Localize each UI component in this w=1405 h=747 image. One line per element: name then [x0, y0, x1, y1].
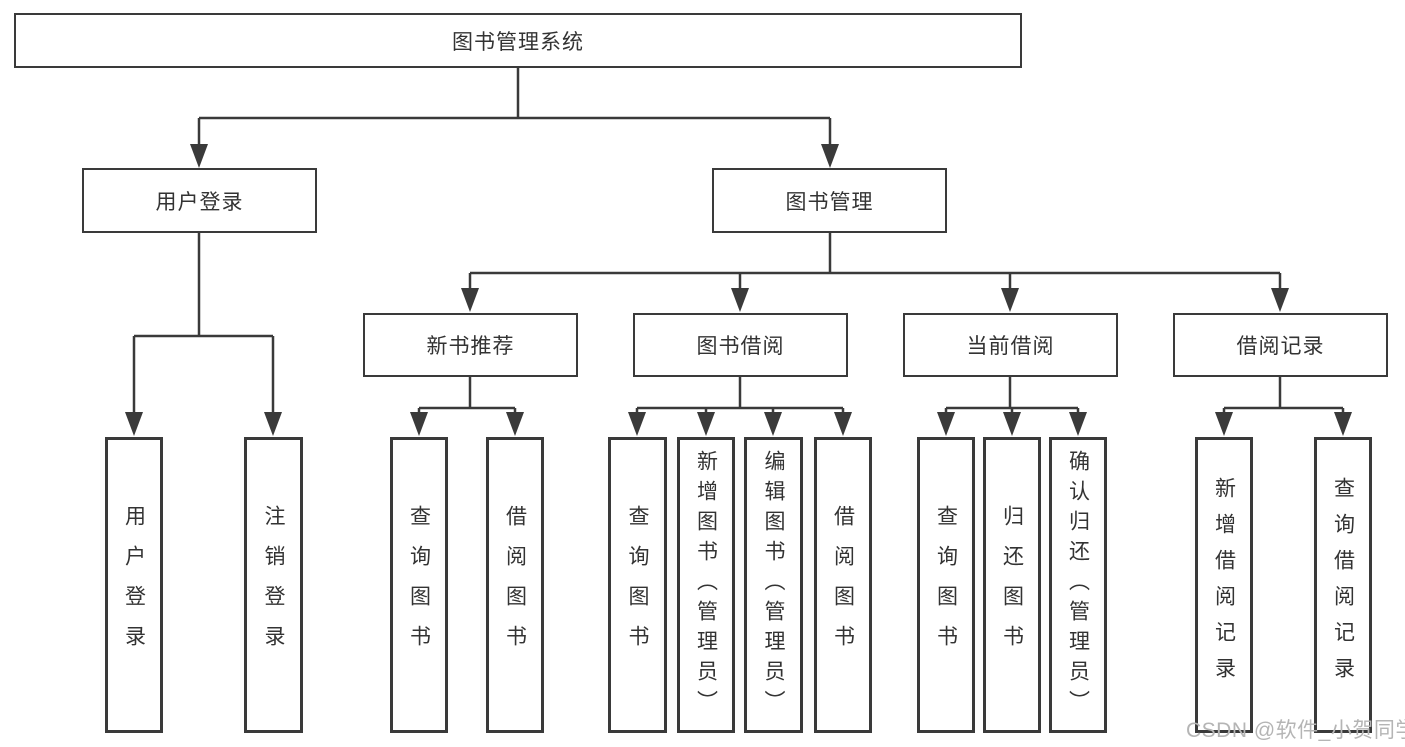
leaf-query-books-borrow: 查询图书: [608, 437, 667, 733]
leaf-borrow-books-newbook: 借阅图书: [486, 437, 544, 733]
leaf-return-books: 归还图书: [983, 437, 1041, 733]
node-user-login: 用户登录: [82, 168, 317, 233]
leaf-add-books-admin: 新增图书（管理员）: [677, 437, 735, 733]
watermark: CSDN @软件_小贺同学: [1186, 719, 1405, 742]
leaf-user-login-label: 用户登录: [122, 505, 146, 665]
arrowheads: [125, 144, 1352, 436]
leaf-query-borrow-record: 查询借阅记录: [1314, 437, 1372, 733]
leaf-logout-login: 注销登录: [244, 437, 303, 733]
node-book-management: 图书管理: [712, 168, 947, 233]
leaf-return-books-label: 归还图书: [1000, 505, 1024, 665]
leaf-query-books-borrow-label: 查询图书: [626, 505, 649, 665]
leaf-query-books-current: 查询图书: [917, 437, 975, 733]
node-current-borrow: 当前借阅: [903, 313, 1118, 377]
node-new-book-recommend: 新书推荐: [363, 313, 578, 377]
leaf-user-login: 用户登录: [105, 437, 163, 733]
leaf-confirm-return-admin: 确认归还（管理员）: [1049, 437, 1107, 733]
leaf-borrow-books-borrow-label: 借阅图书: [831, 505, 855, 665]
leaf-add-borrow-record: 新增借阅记录: [1195, 437, 1253, 733]
node-borrow-records: 借阅记录: [1173, 313, 1388, 377]
leaf-query-books-current-label: 查询图书: [934, 505, 958, 665]
leaf-query-books-newbook-label: 查询图书: [407, 505, 431, 665]
leaf-add-borrow-record-label: 新增借阅记录: [1212, 477, 1236, 693]
leaf-borrow-books-newbook-label: 借阅图书: [503, 505, 527, 665]
node-root: 图书管理系统: [14, 13, 1022, 68]
leaf-query-books-newbook: 查询图书: [390, 437, 448, 733]
leaf-edit-books-admin-label: 编辑图书（管理员）: [762, 450, 785, 720]
leaf-add-books-admin-label: 新增图书（管理员）: [694, 450, 718, 720]
node-book-borrow: 图书借阅: [633, 313, 848, 377]
leaf-edit-books-admin: 编辑图书（管理员）: [744, 437, 803, 733]
leaf-borrow-books-borrow: 借阅图书: [814, 437, 872, 733]
leaf-query-borrow-record-label: 查询借阅记录: [1331, 477, 1355, 693]
leaf-confirm-return-admin-label: 确认归还（管理员）: [1066, 450, 1090, 720]
leaf-logout-login-label: 注销登录: [262, 505, 285, 665]
